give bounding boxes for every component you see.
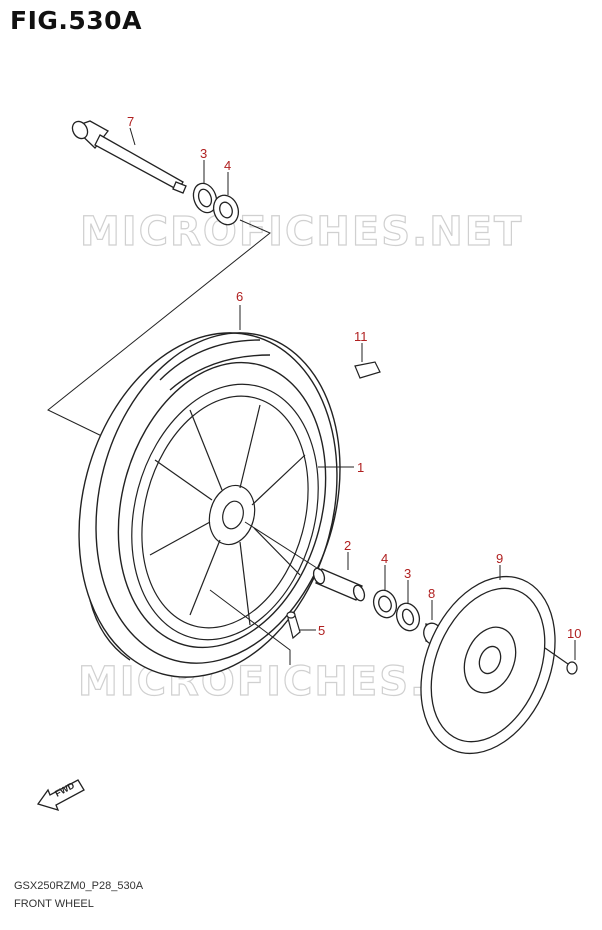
callout-7: 7 — [127, 114, 134, 129]
callout-8: 8 — [428, 586, 435, 601]
bearing-bottom — [395, 602, 421, 632]
diagram-name: FRONT WHEEL — [14, 898, 94, 910]
callout-6: 6 — [236, 289, 243, 304]
callout-3-bottom: 3 — [404, 566, 411, 581]
figure-title: FIG.530A — [10, 6, 142, 35]
axis-line — [244, 521, 321, 571]
watermark-top: MICROFICHES.NET — [80, 209, 523, 255]
tire — [78, 332, 341, 678]
diagram-code: GSX250RZM0_P28_530A — [14, 880, 144, 892]
callout-9: 9 — [496, 551, 503, 566]
callout-5: 5 — [318, 623, 325, 638]
callout-10: 10 — [567, 626, 581, 641]
callout-leaders — [129, 127, 576, 660]
valve — [286, 610, 301, 640]
axle — [71, 120, 187, 194]
callout-2: 2 — [344, 538, 351, 553]
callout-4-bottom: 4 — [381, 551, 388, 566]
seal-top — [212, 194, 240, 226]
seal-bottom — [372, 589, 398, 619]
leader-frame — [47, 219, 271, 441]
callout-11: 11 — [354, 329, 368, 344]
callout-4-top: 4 — [224, 158, 231, 173]
brake-disc — [420, 575, 556, 755]
callout-3-top: 3 — [200, 146, 207, 161]
balance-weight — [354, 361, 381, 379]
valve-leader — [209, 589, 291, 665]
disc-bolt — [544, 647, 578, 675]
bearing-top — [192, 182, 218, 214]
rim — [131, 383, 319, 641]
spacer — [312, 567, 366, 602]
fwd-arrow-icon: FWD — [36, 779, 85, 812]
callout-1: 1 — [357, 460, 364, 475]
